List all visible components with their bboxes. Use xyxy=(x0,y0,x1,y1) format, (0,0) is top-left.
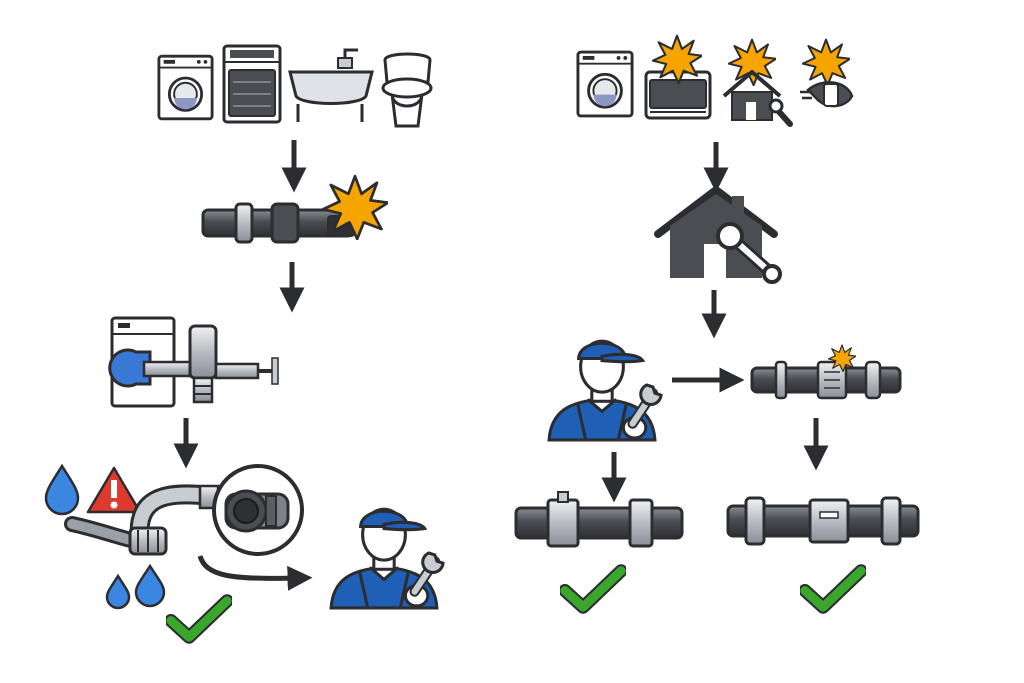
leaking-pipe-joint xyxy=(201,174,388,244)
house-repair-icon xyxy=(722,38,793,127)
water-heater-icon xyxy=(644,34,712,120)
burst-icon xyxy=(322,174,388,240)
dishwasher-icon xyxy=(222,44,282,124)
washing-machine-icon xyxy=(576,50,634,118)
leaking-hose-icon xyxy=(64,484,220,556)
appliance-shutoff-valve xyxy=(108,316,279,408)
repaired-pipe-a xyxy=(514,491,684,548)
water-leak-warning xyxy=(44,463,304,610)
water-drop-icon xyxy=(105,573,131,610)
check-icon xyxy=(171,601,227,637)
water-drop-icon xyxy=(44,463,80,516)
plumber-icon xyxy=(549,341,661,440)
magnified-fitting-icon xyxy=(212,464,304,556)
right-appliance-row xyxy=(576,34,854,127)
faucet-icon xyxy=(800,38,854,108)
toilet-icon xyxy=(381,52,433,128)
repaired-pipe-b xyxy=(726,496,920,546)
plumber-icon xyxy=(331,509,443,608)
home-repair-icon xyxy=(654,186,782,284)
left-appliance-row xyxy=(157,44,433,128)
check-icon xyxy=(565,571,621,607)
sink-icon xyxy=(288,48,374,122)
left-arrow-curved xyxy=(197,555,313,591)
water-drop-icon xyxy=(134,563,166,608)
pipe-with-clamp xyxy=(750,344,902,400)
warning-icon xyxy=(86,466,142,514)
check-icon xyxy=(805,571,861,607)
washing-machine-icon xyxy=(157,54,214,121)
